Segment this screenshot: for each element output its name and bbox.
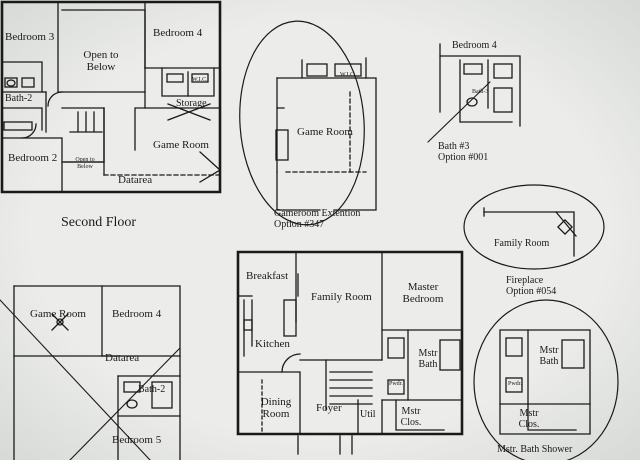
label-alt-datarea: Datarea — [105, 352, 140, 364]
label-option-bath-3: Bath-3 — [472, 89, 489, 95]
label-shower-pwdr: Pwdr. — [508, 381, 522, 387]
label-option-bedroom-4: Bedroom 4 — [452, 40, 497, 51]
label-bedroom-4: Bedroom 4 — [153, 27, 203, 39]
label-bedroom-2: Bedroom 2 — [8, 152, 58, 164]
label-breakfast: Breakfast — [246, 270, 289, 282]
label-datarea: Datarea — [118, 174, 153, 186]
fireplace-option-plan — [463, 184, 605, 270]
label-open-to-below-small: Open to Below — [75, 157, 95, 170]
label-util: Util — [360, 409, 376, 420]
label-alt-game-room: Game Room — [30, 308, 86, 320]
caption-gameroom-extension: Gameroom Extention Option #347 — [274, 208, 361, 230]
label-master-bedroom: Master Bedroom — [402, 281, 444, 305]
second-floor-plan — [0, 0, 222, 194]
label-dining-room: Dining Room — [260, 396, 292, 420]
label-open-to-below: Open to Below — [83, 49, 119, 73]
label-pwdr: Pwdr. — [389, 381, 403, 387]
caption-fireplace-option: Fireplace Option #054 — [506, 275, 557, 297]
label-alt-bedroom-4: Bedroom 4 — [112, 308, 162, 320]
first-floor-plan — [236, 250, 464, 455]
label-mstr-clos: Mstr Clos. — [400, 406, 422, 428]
label-bedroom-3: Bedroom 3 — [5, 31, 55, 43]
label-mstr-bath: Mstr Bath — [418, 348, 438, 370]
caption-bath3-option: Bath #3 Option #001 — [438, 141, 489, 163]
label-option-family-room: Family Room — [494, 238, 550, 249]
label-bath-2: Bath-2 — [5, 93, 33, 104]
label-kitchen: Kitchen — [255, 338, 290, 350]
label-option-wic: W.I.C. — [340, 72, 356, 78]
caption-mstr-bath-shower: Mstr. Bath Shower — [497, 444, 573, 455]
label-alt-bath-2: Bath-2 — [138, 384, 166, 395]
label-family-room: Family Room — [311, 291, 372, 303]
label-storage: Storage — [176, 98, 207, 109]
label-wic: W.I.C. — [192, 77, 208, 83]
label-foyer: Foyer — [316, 402, 342, 414]
label-alt-bedroom-5: Bedroom 5 — [112, 434, 162, 446]
label-option-game-room: Game Room — [297, 126, 353, 138]
gameroom-extension-plan — [239, 20, 377, 226]
bath3-option-plan — [427, 43, 521, 143]
shower-option-plan — [473, 299, 619, 460]
label-shower-mstr-clos: Mstr Clos. — [518, 408, 540, 430]
alt-second-floor-plan — [0, 285, 181, 460]
label-shower-mstr-bath: Mstr Bath — [539, 345, 559, 367]
label-game-room: Game Room — [153, 139, 209, 151]
caption-second-floor: Second Floor — [61, 215, 137, 230]
